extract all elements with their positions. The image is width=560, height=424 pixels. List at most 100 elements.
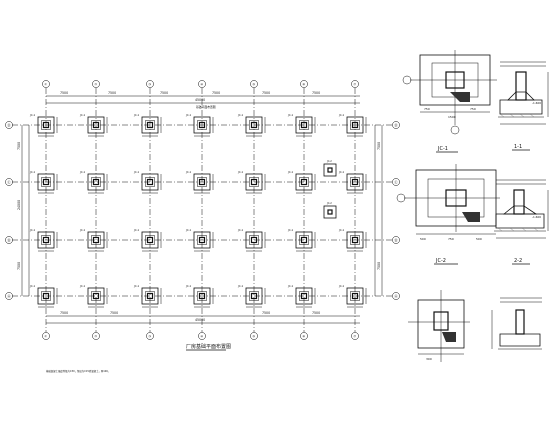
footing-tag: JC-1 — [133, 170, 140, 174]
inner-footing-tag: JC-2 — [326, 160, 332, 163]
axis-label-left-1: Ⓓ — [7, 122, 11, 127]
footing-step — [249, 235, 259, 245]
axis-label-bottom-3: ③ — [148, 334, 151, 338]
bottom-dim-1: 7500 — [60, 311, 68, 315]
jc2-label: JC-2 — [435, 258, 446, 264]
footing-step — [91, 291, 101, 301]
footing-pad — [295, 287, 313, 305]
footing-pad — [141, 231, 159, 249]
top-dim-4: 7500 — [212, 91, 220, 95]
footing-tag: JC-1 — [79, 284, 86, 288]
footing-step — [91, 235, 101, 245]
right-dim-3: 7500 — [377, 262, 381, 270]
footing: JC-1 — [29, 228, 58, 252]
footing-pad — [87, 287, 105, 305]
footing-pad — [193, 231, 211, 249]
axis-label-top-5: ⑤ — [252, 82, 255, 86]
axis-bubble-right-3 — [392, 236, 400, 244]
bottom-dim-6: 7500 — [312, 311, 320, 315]
footing-tag: JC-1 — [287, 113, 294, 117]
axis-label-top-6: ⑥ — [302, 82, 305, 86]
axis-label-top-3: ③ — [148, 82, 151, 86]
s22-column — [513, 189, 525, 215]
footing-pad — [87, 231, 105, 249]
axis-bubble-bottom-1 — [42, 332, 50, 340]
footing-pad — [245, 173, 263, 191]
detail-jc2: 500 750 500 JC-2 — [396, 164, 500, 265]
jc2-dim-b: 750 — [448, 237, 454, 241]
footing-step — [350, 177, 360, 187]
footing-tag: JC-1 — [29, 228, 36, 232]
axis-bubble-left-4 — [5, 292, 13, 300]
footing-pad — [346, 231, 364, 249]
jc1-dim-a: 750 — [424, 107, 430, 111]
footing-pad — [245, 231, 263, 249]
footing: JC-1 — [29, 284, 58, 308]
jc1-axis-bubble-bottom — [450, 125, 460, 135]
axis-label-right-1: Ⓓ — [394, 122, 398, 127]
top-dim-3: 7500 — [160, 91, 168, 95]
footing-pad — [37, 116, 55, 134]
footing-tag: JC-1 — [29, 170, 36, 174]
footing-step — [41, 120, 51, 130]
footing: JC-1 — [185, 170, 214, 194]
axis-bubble-bottom-6 — [300, 332, 308, 340]
footing-step — [91, 120, 101, 130]
bottom-total-dim: 45000 — [195, 318, 205, 322]
footing-tag: JC-1 — [79, 170, 86, 174]
top-dim-2: 7500 — [108, 91, 116, 95]
footing: JC-1 — [185, 113, 214, 137]
plan-sub-note: 基础平面布置图 — [196, 105, 216, 109]
jc1-axis-bubble-left — [402, 75, 412, 85]
footing: JC-1 — [338, 170, 367, 194]
jc1-dim-b: 750 — [470, 107, 476, 111]
jc3-dim: 300 — [426, 357, 432, 361]
footing-tag: JC-1 — [79, 228, 86, 232]
footing-pad — [87, 173, 105, 191]
footing: JC-1 — [185, 228, 214, 252]
s11-elev: -1.600 — [532, 101, 541, 105]
axis-label-right-2: Ⓒ — [394, 179, 398, 184]
axis-bubble-top-4 — [198, 80, 206, 88]
footing-tag: JC-1 — [287, 284, 294, 288]
footing-column — [42, 236, 50, 244]
axis-label-top-4: ④ — [200, 82, 203, 86]
footing: JC-1 — [185, 284, 214, 308]
footing-pad — [346, 116, 364, 134]
footing-pad — [245, 287, 263, 305]
footing-step — [299, 291, 309, 301]
axis-label-bottom-2: ② — [94, 334, 97, 338]
footing: JC-1 — [287, 228, 316, 252]
axis-bubble-right-4 — [392, 292, 400, 300]
footing-tag: JC-1 — [237, 284, 244, 288]
footing: JC-1 — [287, 284, 316, 308]
inner-footing-pad — [323, 205, 337, 219]
footing-step — [350, 235, 360, 245]
s22-hatch-3 — [521, 227, 527, 232]
jc1-hatch — [450, 92, 470, 102]
axis-bubble-right-2 — [392, 178, 400, 186]
footing-step — [41, 177, 51, 187]
footing: JC-1 — [79, 228, 108, 252]
s11-hatch-4 — [529, 113, 535, 118]
footing-pad — [141, 287, 159, 305]
footing-step — [41, 291, 51, 301]
footing-column — [146, 178, 154, 186]
top-dim-6: 7500 — [312, 91, 320, 95]
footing-column — [250, 121, 258, 129]
inner-footing-column — [327, 167, 333, 173]
footing-pad — [193, 173, 211, 191]
axis-bubble-right-1 — [392, 121, 400, 129]
footing-pad — [346, 287, 364, 305]
footing-step — [91, 177, 101, 187]
footing-column — [42, 292, 50, 300]
footing-tag: JC-1 — [287, 170, 294, 174]
axis-label-top-1: ① — [44, 82, 47, 86]
axis-bubble-top-6 — [300, 80, 308, 88]
footing-step — [145, 291, 155, 301]
jc1-dim-total: 1500 — [448, 115, 456, 119]
footing-pad — [141, 116, 159, 134]
s11-hatch-3 — [519, 113, 525, 118]
footing: JC-1 — [237, 113, 266, 137]
